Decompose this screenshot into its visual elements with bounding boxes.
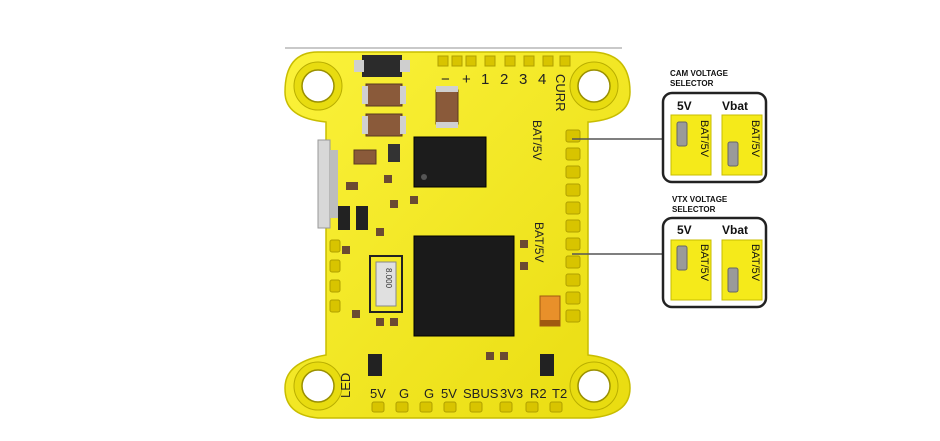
mount-hole-tl bbox=[301, 69, 335, 103]
capacitor-2 bbox=[365, 113, 403, 137]
mount-hole-bl bbox=[301, 369, 335, 403]
vtx-selector-title-2: SELECTOR bbox=[672, 205, 716, 214]
bottom-edge-pads bbox=[371, 401, 563, 413]
cam-vbat-label: Vbat bbox=[722, 99, 748, 113]
capacitor-4 bbox=[353, 149, 377, 165]
cam-5v-label: 5V bbox=[677, 99, 692, 113]
pin-label-2: 2 bbox=[500, 71, 508, 88]
cam-voltage-selector: CAM VOLTAGE SELECTOR 5V Vbat BAT/5V BAT/… bbox=[661, 69, 768, 184]
bottom-pin-r2: R2 bbox=[530, 386, 547, 401]
vtx-vbat-label: Vbat bbox=[722, 223, 748, 237]
cam-pad-label: BAT/5V bbox=[530, 120, 544, 160]
top-pads bbox=[437, 55, 571, 67]
cam-5v-pad-text: BAT/5V bbox=[698, 120, 710, 158]
bottom-pin-g-a: G bbox=[399, 386, 409, 401]
bottom-pin-5v-a: 5V bbox=[370, 386, 386, 401]
capacitor-1 bbox=[365, 83, 403, 107]
bottom-pin-led: LED bbox=[338, 373, 353, 398]
pin-label-3: 3 bbox=[519, 71, 527, 88]
regulator bbox=[362, 55, 402, 77]
cam-vbat-pad-text: BAT/5V bbox=[749, 120, 761, 158]
crystal bbox=[369, 255, 403, 313]
pin-label-minus: − bbox=[441, 71, 450, 88]
cam-selector-title-2: SELECTOR bbox=[670, 79, 714, 88]
mount-hole-br bbox=[577, 369, 611, 403]
capacitor-3 bbox=[435, 89, 459, 125]
usb-connector bbox=[317, 139, 331, 229]
cam-selector-title-1: CAM VOLTAGE bbox=[670, 69, 729, 78]
bottom-pin-labels: LED 5V G G 5V SBUS 3V3 R2 T2 bbox=[338, 373, 567, 401]
curr-label: CURR bbox=[553, 74, 568, 112]
mcu-chip bbox=[413, 235, 515, 337]
left-edge-pads bbox=[329, 239, 341, 313]
bottom-pin-3v3: 3V3 bbox=[500, 386, 523, 401]
vtx-5v-label: 5V bbox=[677, 223, 692, 237]
mount-hole-tr bbox=[577, 69, 611, 103]
vtx-5v-pad-text: BAT/5V bbox=[698, 244, 710, 282]
pin-label-1: 1 bbox=[481, 71, 489, 88]
right-edge-pads bbox=[565, 129, 581, 323]
crystal-label: 8.000 bbox=[384, 268, 393, 289]
top-pin-labels: − + 1 2 3 4 bbox=[441, 71, 546, 88]
bottom-pin-g-b: G bbox=[424, 386, 434, 401]
pin-label-plus: + bbox=[462, 71, 471, 88]
vtx-selector-title-1: VTX VOLTAGE bbox=[672, 195, 728, 204]
vtx-vbat-pad-text: BAT/5V bbox=[749, 244, 761, 282]
bottom-pin-t2: T2 bbox=[552, 386, 567, 401]
bottom-pin-5v-b: 5V bbox=[441, 386, 457, 401]
bottom-pin-sbus: SBUS bbox=[463, 386, 499, 401]
vtx-pad-label: BAT/5V bbox=[532, 222, 546, 262]
vtx-voltage-selector: VTX VOLTAGE SELECTOR 5V Vbat BAT/5V BAT/… bbox=[661, 195, 768, 309]
pin-label-4: 4 bbox=[538, 71, 546, 88]
